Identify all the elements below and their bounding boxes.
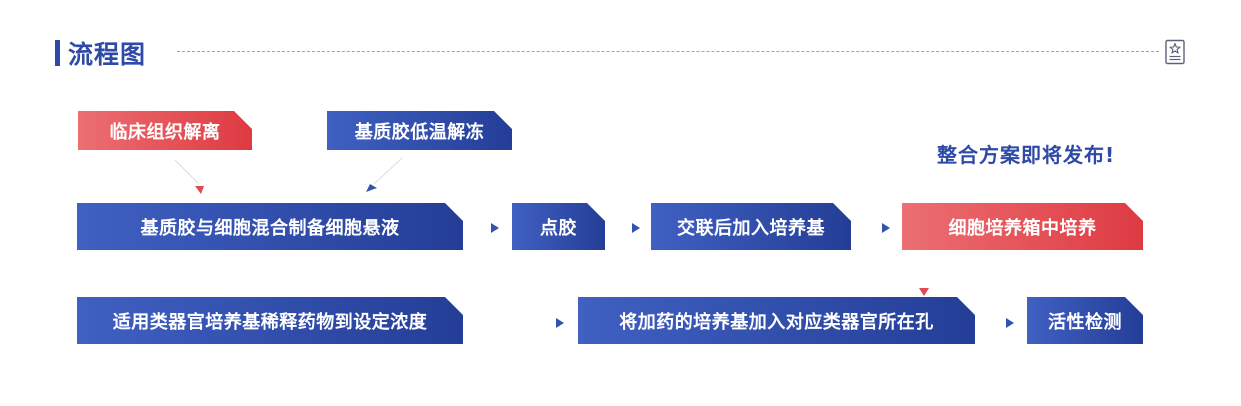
step-label: 基质胶低温解冻	[354, 121, 485, 143]
step-matrigel-thaw: 基质胶低温解冻	[327, 111, 512, 150]
arrow-right-icon	[491, 223, 499, 233]
page-title: 流程图	[68, 40, 147, 69]
connector-line	[373, 157, 403, 185]
step-dispense-gel: 点胶	[512, 203, 605, 250]
arrow-down-blue-icon	[366, 184, 377, 192]
arrow-down-red-icon	[919, 288, 929, 296]
arrow-down-red-icon	[195, 186, 204, 194]
step-dilute-drug: 适用类器官培养基稀释药物到设定浓度	[77, 297, 463, 344]
arrow-right-icon	[1006, 318, 1014, 328]
step-label: 基质胶与细胞混合制备细胞悬液	[140, 217, 400, 239]
coming-soon-text: 整合方案即将发布!	[937, 143, 1116, 167]
step-label: 细胞培养箱中培养	[948, 217, 1097, 239]
step-label: 适用类器官培养基稀释药物到设定浓度	[112, 311, 428, 333]
step-label: 交联后加入培养基	[677, 217, 825, 239]
title-divider	[177, 51, 1159, 52]
step-tissue-dissociation: 临床组织解离	[78, 111, 252, 150]
arrow-right-icon	[632, 223, 640, 233]
arrow-right-icon	[556, 318, 564, 328]
step-viability-test: 活性检测	[1027, 297, 1143, 344]
step-label: 点胶	[540, 217, 577, 239]
step-add-drug-medium: 将加药的培养基加入对应类器官所在孔	[578, 297, 975, 344]
section-header: 流程图	[55, 38, 147, 69]
step-label: 将加药的培养基加入对应类器官所在孔	[619, 311, 934, 333]
step-label: 活性检测	[1048, 311, 1122, 333]
step-incubate: 细胞培养箱中培养	[902, 203, 1143, 250]
title-accent-bar	[55, 40, 60, 66]
step-add-medium: 交联后加入培养基	[651, 203, 851, 250]
step-cell-suspension: 基质胶与细胞混合制备细胞悬液	[77, 203, 463, 250]
arrow-right-icon	[882, 223, 890, 233]
step-label: 临床组织解离	[109, 121, 221, 143]
note-star-icon[interactable]	[1164, 39, 1186, 65]
connector-line	[174, 159, 199, 184]
